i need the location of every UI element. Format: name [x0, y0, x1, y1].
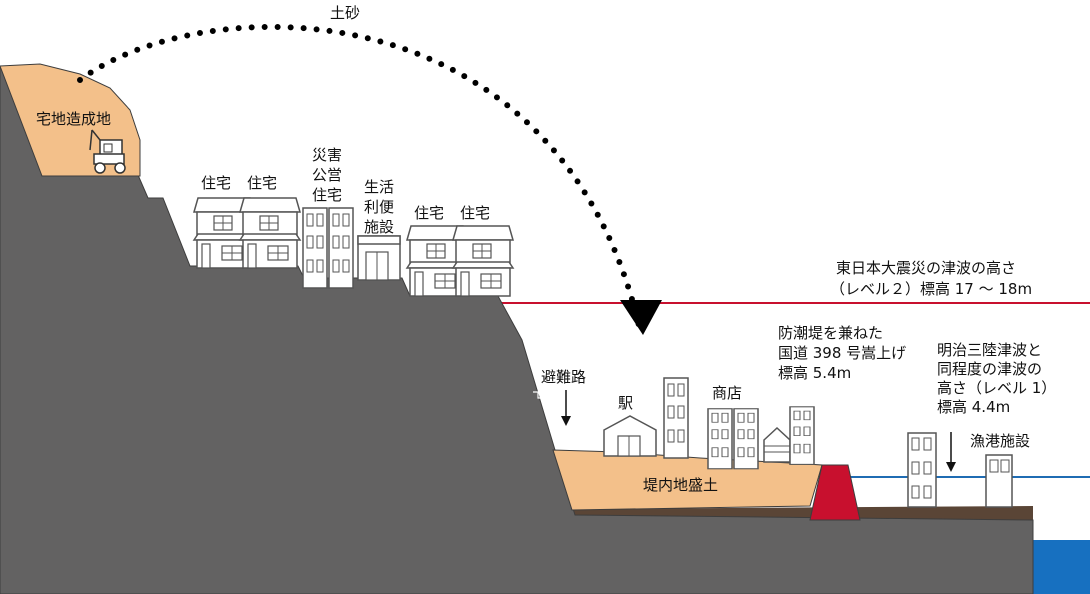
lowland-tower-1 — [663, 377, 689, 459]
seawall-label-1: 防潮堤を兼ねた — [778, 324, 883, 342]
house-2-label: 住宅 — [247, 174, 277, 192]
station-building — [603, 415, 657, 457]
fishing-port-building — [985, 454, 1013, 508]
construction-machine-icon — [89, 129, 126, 174]
house-1-label: 住宅 — [201, 174, 231, 192]
house-3-label: 住宅 — [414, 204, 444, 222]
soil-label: 土砂 — [330, 4, 360, 22]
tsunami-l1-label-1: 明治三陸津波と — [937, 341, 1042, 359]
life-facility-label-1: 生活 — [364, 178, 394, 196]
house-4-label: 住宅 — [460, 204, 490, 222]
station-label: 駅 — [618, 394, 633, 412]
evac-route-arrow-icon — [561, 390, 571, 426]
fishing-port-label: 漁港施設 — [970, 432, 1030, 450]
public-housing-label-3: 住宅 — [312, 186, 342, 204]
house-2 — [239, 197, 301, 269]
public-housing-label-1: 災害 — [312, 146, 342, 164]
tsunami-l2-label-2: （レベル２）標高 17 ～ 18m — [830, 280, 1032, 298]
tsunami-l1-label-2: 同程度の津波の — [937, 360, 1042, 378]
evacuation-steps — [533, 391, 579, 448]
evac-route-label: 避難路 — [541, 368, 586, 386]
shop-buildings — [707, 406, 815, 470]
fill-land-label: 堤内地盛土 — [643, 476, 718, 494]
house-4 — [452, 225, 514, 297]
sea — [1033, 540, 1090, 594]
shops-label: 商店 — [712, 384, 742, 402]
public-housing-label-2: 公営 — [312, 166, 342, 184]
life-facility-building — [357, 235, 401, 281]
housing-land-label: 宅地造成地 — [36, 110, 111, 128]
life-facility-label-3: 施設 — [364, 218, 394, 236]
arrow-head-icon — [620, 300, 662, 335]
fishing-port-arrow-icon — [946, 432, 956, 472]
seawall-label-2: 国道 398 号嵩上げ — [778, 344, 906, 362]
tsunami-l1-label-4: 標高 4.4m — [937, 398, 1010, 416]
seawall — [809, 464, 861, 521]
seawall-label-3: 標高 5.4m — [778, 364, 851, 382]
tsunami-l1-label-3: 高さ（レベル 1） — [937, 379, 1056, 397]
life-facility-label-2: 利便 — [364, 198, 394, 216]
tsunami-l2-label-1: 東日本大震災の津波の高さ — [836, 259, 1016, 277]
public-housing-building — [302, 207, 354, 289]
harbor-tower — [907, 432, 937, 508]
